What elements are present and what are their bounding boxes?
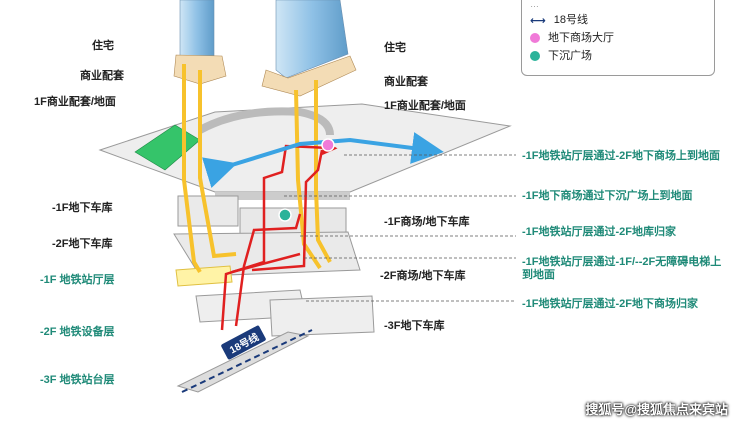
label-b1-mall: -1F商场/地下车库 <box>384 216 470 228</box>
legend-mall-hall-label: 地下商场大厅 <box>548 32 614 44</box>
sunken-plaza-marker <box>278 208 292 222</box>
label-residence-right: 住宅 <box>384 42 406 54</box>
watermark: 搜狐号@搜狐焦点来宾站 <box>585 402 728 417</box>
label-commercial-right: 商业配套 <box>384 76 428 88</box>
label-b2-equipment: -2F 地铁设备层 <box>40 326 115 338</box>
label-b1-metro-hall: -1F 地铁站厅层 <box>40 274 115 286</box>
route-label-1: -1F地铁站厅层通过-2F地下商场上到地面 <box>522 150 720 162</box>
double-arrow-icon: ⟷ <box>530 14 546 27</box>
label-b2-mall: -2F商场/地下车库 <box>380 270 466 282</box>
label-residence-left: 住宅 <box>92 40 114 52</box>
b1-garage-slab <box>177 195 239 227</box>
metro-hall-slab <box>175 265 233 287</box>
legend-sunken-plaza-label: 下沉广场 <box>548 50 592 62</box>
legend-partial-row: … <box>530 0 539 9</box>
teal-dot-icon <box>530 51 540 62</box>
route-label-3: -1F地铁站厅层通过-2F地库归家 <box>522 226 676 238</box>
b3-garage-slab <box>269 295 375 337</box>
label-b1-garage: -1F地下车库 <box>52 202 113 214</box>
line18-track <box>181 329 313 393</box>
leader-lines <box>284 154 516 302</box>
route-label-2: -1F地下商场通过下沉广场上到地面 <box>522 190 693 202</box>
tower-left <box>173 0 227 85</box>
route-label-5: -1F地铁站厅层通过-2F地下商场归家 <box>522 298 698 310</box>
label-commercial-left: 商业配套 <box>80 70 124 82</box>
mall-hall-marker <box>321 138 335 152</box>
legend-mall-hall: 地下商场大厅 <box>530 29 614 45</box>
label-b2-garage: -2F地下车库 <box>52 238 113 250</box>
label-b3-platform: -3F 地铁站台层 <box>40 374 115 386</box>
legend-sunken-plaza: 下沉广场 <box>530 47 592 63</box>
legend-line18-label: 18号线 <box>553 14 589 26</box>
tower-right <box>261 0 357 97</box>
legend-line18: ⟷ 18号线 <box>530 11 588 27</box>
pink-dot-icon <box>530 33 540 44</box>
route-label-4: -1F地铁站厅层通过-1F/--2F无障碍电梯上到地面 <box>522 256 722 281</box>
label-floor1-left: 1F商业配套/地面 <box>34 96 116 108</box>
label-b3-garage: -3F地下车库 <box>384 320 445 332</box>
b2-slab <box>173 231 361 277</box>
label-floor1-right: 1F商业配套/地面 <box>384 100 466 112</box>
legend: … ⟷ 18号线 地下商场大厅 下沉广场 <box>521 0 715 76</box>
